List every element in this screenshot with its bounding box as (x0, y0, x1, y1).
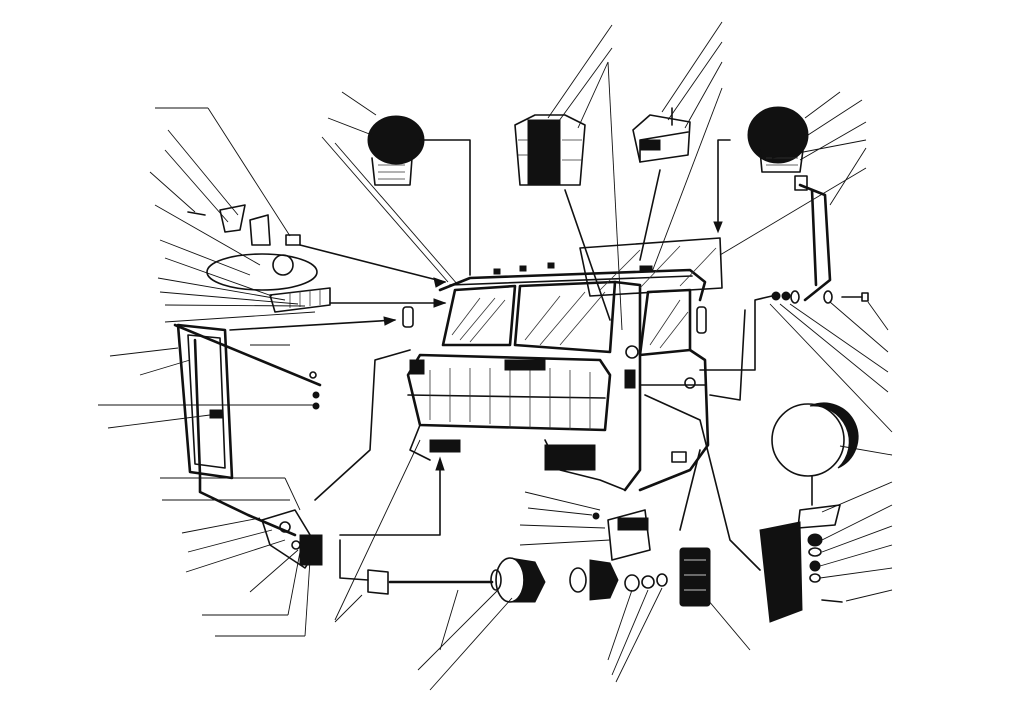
lamp-fasteners (807, 533, 843, 603)
mirror-mount (261, 509, 323, 569)
cab-mount-right (569, 559, 668, 601)
cab-body (402, 262, 710, 492)
callout-leaders (98, 21, 893, 691)
rear-view-mirror (173, 323, 322, 537)
marker-lamp-center (514, 114, 586, 186)
grab-handle (794, 175, 832, 302)
mirror-bracket-parts (187, 204, 301, 246)
cab-mount-left (367, 557, 546, 603)
wiper-assembly (206, 253, 331, 313)
marker-lamp-right (747, 106, 809, 173)
spot-lamp (759, 402, 859, 623)
cab-mount-rear (679, 547, 711, 607)
assembly-lines (229, 139, 773, 581)
switch-box (632, 107, 691, 163)
mud-flap (592, 509, 651, 561)
marker-lamp-left (367, 115, 425, 186)
sun-visor (579, 237, 723, 297)
fasteners-right (771, 290, 869, 304)
